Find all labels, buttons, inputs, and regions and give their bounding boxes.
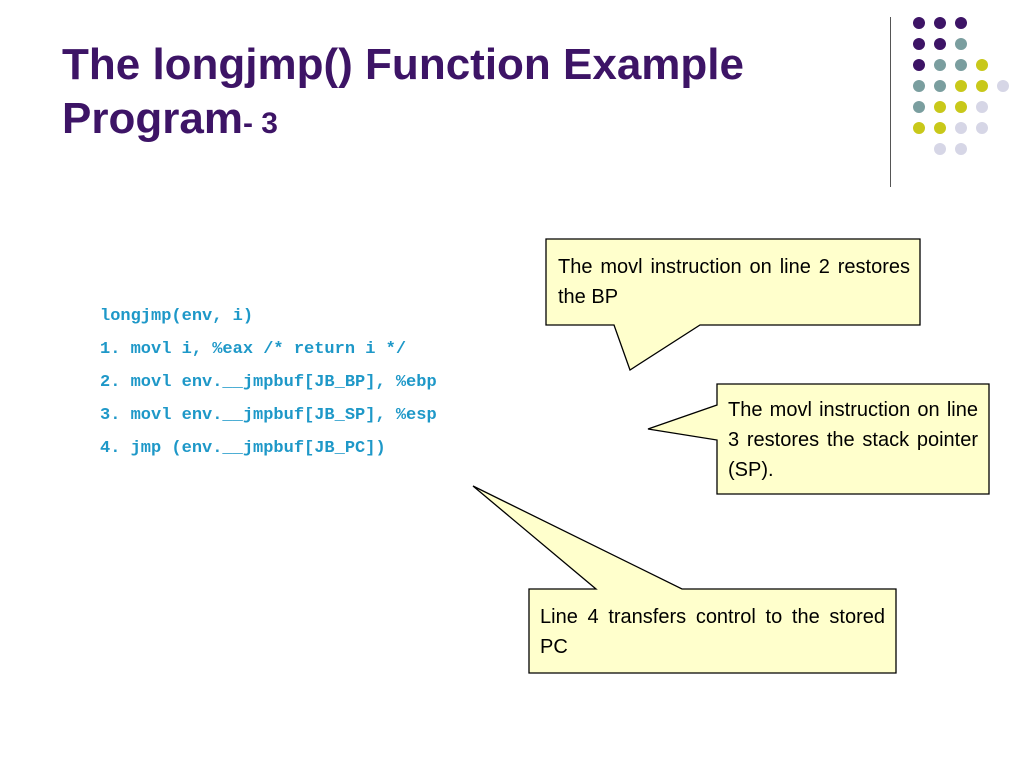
decorative-dot-teal	[934, 80, 946, 92]
decorative-dot-yellow	[955, 101, 967, 113]
decorative-dot-lavender	[976, 101, 988, 113]
decorative-dot-purple	[955, 17, 967, 29]
slide-title: The longjmp() Function Example Program- …	[62, 38, 862, 151]
decorative-dot-purple	[934, 38, 946, 50]
callout-bubble-bp	[545, 238, 921, 371]
title-main: The longjmp() Function Example Program	[62, 40, 744, 143]
decorative-dot-teal	[955, 59, 967, 71]
decorative-dot-yellow	[976, 80, 988, 92]
code-line-signature: longjmp(env, i)	[100, 307, 254, 326]
decorative-dot-yellow	[934, 101, 946, 113]
callout-text-sp: The movl instruction on line 3 restores …	[728, 399, 978, 481]
callout-text-bp: The movl instruction on line 2 restores …	[558, 256, 910, 308]
decorative-dot-purple	[913, 17, 925, 29]
decorative-dot-teal	[955, 38, 967, 50]
decorative-dot-yellow	[934, 122, 946, 134]
title-suffix: - 3	[242, 107, 278, 140]
decorative-dot-yellow	[913, 122, 925, 134]
title-divider-line	[890, 17, 891, 187]
decorative-dot-lavender	[997, 80, 1009, 92]
callout-text-pc: Line 4 transfers control to the stored P…	[540, 606, 885, 658]
callout-bubble-sp	[647, 383, 990, 495]
code-line-1: 1. movl i, %eax /* return i */	[100, 340, 407, 359]
code-line-3: 3. movl env.__jmpbuf[JB_SP], %esp	[100, 406, 437, 425]
decorative-dot-teal	[913, 101, 925, 113]
decorative-dot-purple	[934, 17, 946, 29]
decorative-dot-lavender	[955, 143, 967, 155]
decorative-dot-purple	[913, 38, 925, 50]
decorative-dot-yellow	[955, 80, 967, 92]
decorative-dot-purple	[913, 59, 925, 71]
decorative-dot-yellow	[976, 59, 988, 71]
decorative-dot-teal	[934, 59, 946, 71]
decorative-dot-teal	[913, 80, 925, 92]
callout-bubble-pc	[472, 485, 897, 674]
code-block: longjmp(env, i) 1. movl i, %eax /* retur…	[100, 300, 437, 465]
code-line-4: 4. jmp (env.__jmpbuf[JB_PC])	[100, 439, 386, 458]
decorative-dot-lavender	[976, 122, 988, 134]
decorative-dot-lavender	[955, 122, 967, 134]
decorative-dot-lavender	[934, 143, 946, 155]
code-line-2: 2. movl env.__jmpbuf[JB_BP], %ebp	[100, 373, 437, 392]
